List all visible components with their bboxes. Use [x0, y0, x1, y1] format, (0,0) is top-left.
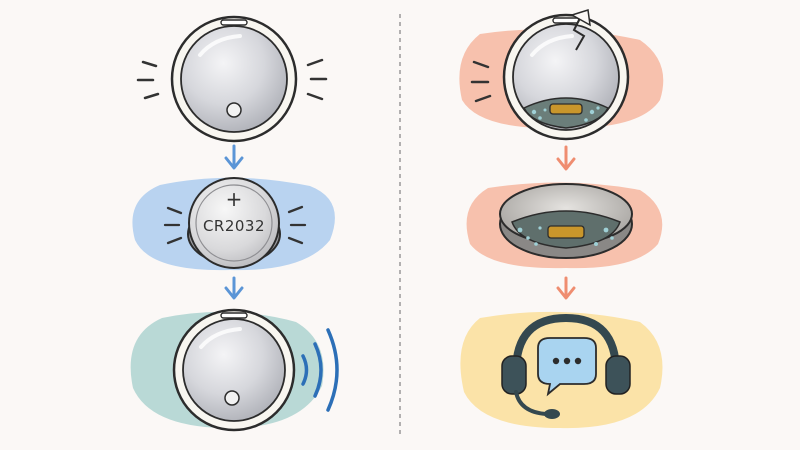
broken-tag-step	[459, 9, 664, 141]
support-step	[460, 311, 663, 429]
headset-band	[512, 313, 620, 376]
headset-mic	[544, 409, 560, 419]
arrow-down-right-1	[556, 145, 576, 171]
right-ear-cup	[605, 355, 631, 395]
chat-bubble-icon	[537, 337, 597, 397]
corroded-compartment-step	[466, 182, 663, 269]
crack-mark	[572, 17, 586, 51]
arrow-down-left-1	[224, 144, 244, 170]
headset-mic-arm	[514, 390, 548, 416]
battery-step: + CR2032	[132, 177, 335, 271]
battery-type-label: CR2032	[203, 217, 265, 235]
left-column: + CR2032	[130, 15, 339, 432]
sparkle-lines-right	[287, 205, 307, 245]
sparkle-lines-left	[163, 206, 183, 245]
left-ear-cup	[501, 355, 527, 395]
coin-battery-icon: + CR2032	[187, 177, 281, 269]
arrow-down-right-2	[556, 276, 576, 300]
motion-lines-right-column	[470, 60, 492, 103]
battery-polarity: +	[226, 187, 243, 211]
air-tag-icon	[136, 15, 328, 143]
right-column	[459, 9, 664, 429]
signal-waves-icon	[301, 328, 339, 412]
air-tag-signal-icon	[172, 308, 296, 432]
corroded-battery-compartment-icon	[499, 183, 633, 259]
signal-step	[130, 308, 339, 432]
broken-air-tag-icon	[502, 9, 630, 141]
motion-lines-right	[306, 58, 328, 101]
motion-lines-left	[136, 60, 160, 100]
arrow-down-left-2	[224, 276, 244, 300]
support-headset-chat-icon	[501, 313, 631, 419]
